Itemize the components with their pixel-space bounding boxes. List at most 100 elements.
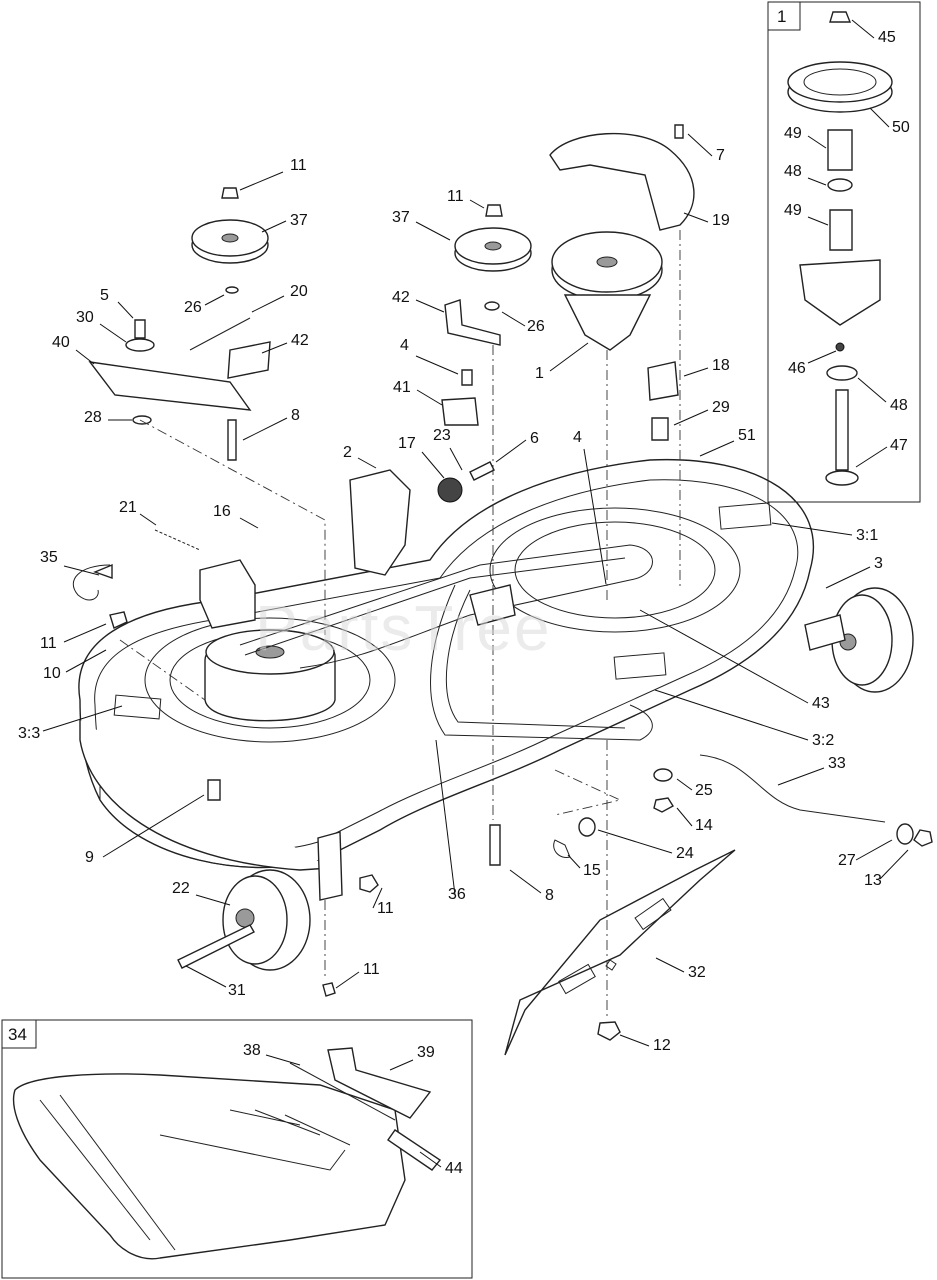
callout-label-17: 17 [398,435,416,452]
callout-label-62: 39 [417,1044,435,1061]
callout-label-20: 7 [716,147,725,164]
callout-label-54: 50 [892,119,910,136]
callout-leader-15 [416,389,443,406]
callout-leader-16 [357,457,377,469]
callout-leader-25 [583,448,607,585]
callout-leader-28 [825,566,871,589]
callout-leader-23 [683,367,709,377]
callout-leader-63 [419,1151,442,1168]
callout-label-31: 35 [40,549,58,566]
callout-label-39: 14 [695,817,713,834]
callout-leader-38 [676,778,693,791]
callout-label-50: 31 [228,982,246,999]
callout-leader-20 [687,133,713,157]
callout-leader-51 [335,971,360,989]
callout-label-41: 24 [676,845,694,862]
callout-label-9: 8 [291,407,300,424]
callout-label-15: 41 [393,379,411,396]
mower-blade [504,849,736,1056]
callout-leader-36 [654,689,809,741]
callout-label-44: 13 [864,872,882,889]
inset-spindle-box: 1 [767,1,921,503]
callout-label-23: 18 [712,357,730,374]
callout-label-57: 49 [784,202,802,219]
callout-label-12: 42 [392,289,410,306]
callout-label-26: 51 [738,427,756,444]
callout-label-28: 3 [874,555,883,572]
callout-label-43: 15 [583,862,601,879]
inset-mulch-label: 34 [8,1025,27,1044]
inset-spindle-label: 1 [777,7,786,26]
callout-leader-7 [261,342,288,354]
callout-leader-47 [435,739,456,896]
callout-leader-3 [251,295,285,313]
callout-label-13: 26 [527,318,545,335]
callout-leader-6 [75,349,95,365]
callout-leader-19 [495,439,527,463]
callout-leader-17 [421,451,445,479]
callout-label-16: 2 [343,444,352,461]
callout-leader-41 [597,829,673,854]
left-idler-pulley-assembly [88,187,271,425]
callout-label-52: 12 [653,1037,671,1054]
callout-leader-18 [449,447,463,471]
callout-label-37: 33 [828,755,846,772]
callout-leader-9 [242,417,288,441]
callout-leader-32 [63,623,107,643]
callout-label-27: 3:1 [856,527,878,544]
callout-label-25: 4 [573,429,582,446]
callout-leader-44 [879,849,909,880]
callout-leader-48 [509,869,542,894]
callout-label-6: 40 [52,334,70,351]
inset-mulch-kit-box: 34 [1,1019,473,1279]
callout-leader-37 [777,767,825,786]
callout-label-36: 3:2 [812,732,834,749]
callout-leader-34 [639,609,809,704]
callout-leader-46 [372,887,383,909]
callout-label-45: 22 [172,880,190,897]
callout-leader-0 [239,171,284,191]
callout-label-3: 20 [290,283,308,300]
callout-label-60: 47 [890,437,908,454]
callout-label-21: 19 [712,212,730,229]
callout-label-0: 11 [290,157,307,174]
callout-label-1: 37 [290,212,308,229]
callout-leader-21 [683,212,709,223]
callout-label-19: 6 [530,430,539,447]
callout-label-49: 32 [688,964,706,981]
callout-leader-57 [807,216,829,226]
callout-leader-58 [807,350,837,364]
callout-leader-29 [139,513,157,526]
callout-leader-27 [771,522,853,536]
callout-label-14: 4 [400,337,409,354]
callout-leaders [42,19,909,1168]
callout-leader-24 [673,409,709,426]
callout-label-48: 8 [545,887,554,904]
mower-deck-shell [72,419,933,1041]
callout-leader-39 [676,807,693,827]
callout-label-11: 37 [392,209,410,226]
center-idler-pulley-assembly [441,204,532,481]
callout-label-30: 16 [213,503,231,520]
callout-leader-43 [567,854,581,869]
callout-label-58: 46 [788,360,806,377]
callout-leader-52 [619,1034,650,1047]
callout-leader-45 [195,894,231,906]
callout-leader-49 [655,957,685,973]
callout-label-61: 38 [243,1042,261,1059]
callout-label-8: 28 [84,409,102,426]
callout-leader-22 [549,342,589,372]
callout-label-40: 9 [85,849,94,866]
callout-leader-53 [851,19,875,39]
callout-leader-1 [261,220,287,233]
right-spindle-and-shield [549,124,695,441]
callout-leader-2 [117,301,134,319]
callout-leader-4 [99,323,127,343]
watermark: PartsTree [255,592,552,664]
callout-leader-59 [857,377,887,403]
callout-label-4: 30 [76,309,94,326]
callout-leader-54 [869,107,890,128]
callout-leader-55 [807,135,827,149]
callout-label-18: 23 [433,427,451,444]
